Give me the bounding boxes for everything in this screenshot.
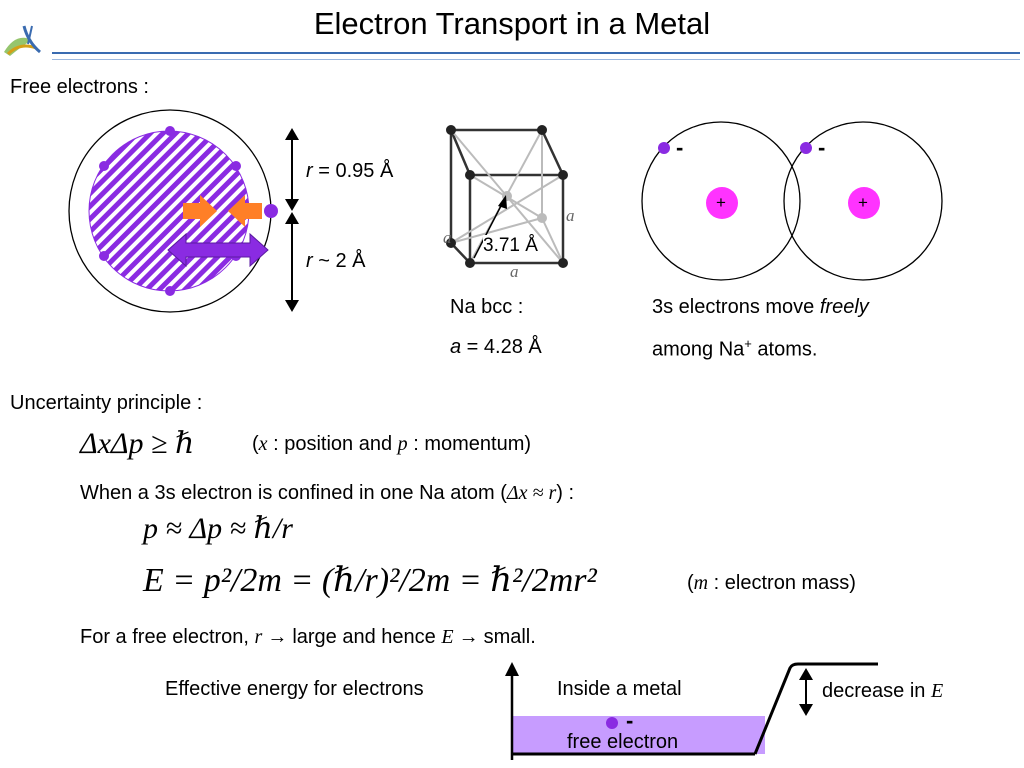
purple-double-arrow — [167, 232, 269, 268]
valence-electron-right — [800, 142, 812, 154]
momentum-equation: p ≈ Δp ≈ ℏ/r — [143, 512, 293, 545]
confinement-text: ) : — [556, 482, 575, 504]
ion-radius-value: = 0.95 Å — [312, 160, 394, 182]
free-electron-label: free electron — [567, 731, 679, 753]
note-text: : position and — [267, 433, 398, 455]
electron-dot — [264, 204, 278, 218]
note-text: : electron mass) — [708, 572, 856, 594]
energy-well — [505, 662, 878, 760]
free-electrons-heading: Free electrons : — [10, 76, 149, 98]
note-paren: ( — [687, 572, 694, 594]
bcc-caption: Na bcc : — [450, 296, 524, 318]
energy-variable: E — [930, 680, 944, 702]
orange-arrow-right — [183, 195, 217, 227]
arrow-symbol: → — [262, 626, 293, 648]
electron-dot — [231, 161, 241, 171]
electron-dot — [165, 126, 175, 136]
logo-icon — [4, 25, 41, 56]
uncertainty-formula: ΔxΔp ≥ ℏ — [80, 427, 195, 460]
electron-dot — [99, 251, 109, 261]
note-text: : momentum) — [407, 433, 532, 455]
momentum-variable: p — [397, 433, 408, 455]
atoms-caption-text: atoms. — [751, 338, 818, 361]
bcc-diagonal-label: 3.71 Å — [483, 235, 538, 257]
mass-variable: m — [693, 572, 709, 594]
nucleus-charge-label: + — [858, 193, 868, 212]
nucleus-right — [848, 187, 880, 219]
position-variable: x — [258, 433, 268, 455]
bcc-cube — [446, 125, 568, 268]
title-divider — [52, 52, 1020, 60]
atoms-caption-text: among Na — [652, 338, 745, 361]
orange-arrow-left — [228, 195, 262, 227]
atom-orbit-right — [783, 121, 943, 281]
free-electron-dot — [606, 717, 618, 729]
energy-equation: E = p²/2m = (ℏ/r)²/2m = ℏ²/2mr² — [143, 562, 597, 599]
logo — [2, 22, 48, 62]
free-electron-text: For a free electron, — [80, 626, 255, 648]
radius-variable: r — [254, 626, 263, 648]
lattice-variable: a — [450, 336, 462, 358]
arrow-symbol: → — [453, 626, 484, 648]
lattice-constant-value: = 4.28 Å — [461, 336, 542, 358]
energy-variable: E — [441, 626, 454, 648]
bcc-edge-label: a — [510, 262, 519, 281]
decrease-label: decrease in — [822, 680, 931, 702]
atoms-caption-emphasis: freely — [819, 296, 869, 318]
free-electron-text: small. — [483, 626, 536, 648]
valence-electron-left — [658, 142, 670, 154]
atoms-caption-text: 3s electrons move — [652, 296, 820, 318]
nucleus-charge-label: + — [716, 193, 726, 212]
electron-charge-label: - — [818, 135, 826, 160]
page-title: Electron Transport in a Metal — [313, 6, 711, 41]
radius-variable: r — [306, 250, 313, 272]
energy-axis-label: Effective energy for electrons — [165, 678, 424, 700]
electron-dot — [165, 286, 175, 296]
ion-core — [88, 130, 250, 292]
atoms-caption-superscript: + — [744, 336, 752, 351]
bcc-edge-label: a — [566, 206, 575, 225]
electron-charge-label: - — [676, 135, 684, 160]
atom-orbit-left — [641, 121, 801, 281]
atom-radius-value: ~ 2 Å — [312, 250, 366, 272]
inside-metal-label: Inside a metal — [557, 678, 682, 700]
electron-dot — [99, 161, 109, 171]
uncertainty-heading: Uncertainty principle : — [10, 392, 203, 414]
confinement-text: When a 3s electron is confined in one Na… — [80, 482, 507, 504]
note-paren: ( — [252, 433, 259, 455]
free-electron-band — [512, 716, 765, 754]
free-electron-text: large and hence — [292, 626, 442, 648]
bcc-edge-label: a — [443, 228, 452, 247]
radius-variable: r — [306, 160, 313, 182]
nucleus-left — [706, 187, 738, 219]
electron-charge-label: - — [626, 708, 634, 733]
confinement-math: Δx ≈ r — [506, 482, 557, 504]
